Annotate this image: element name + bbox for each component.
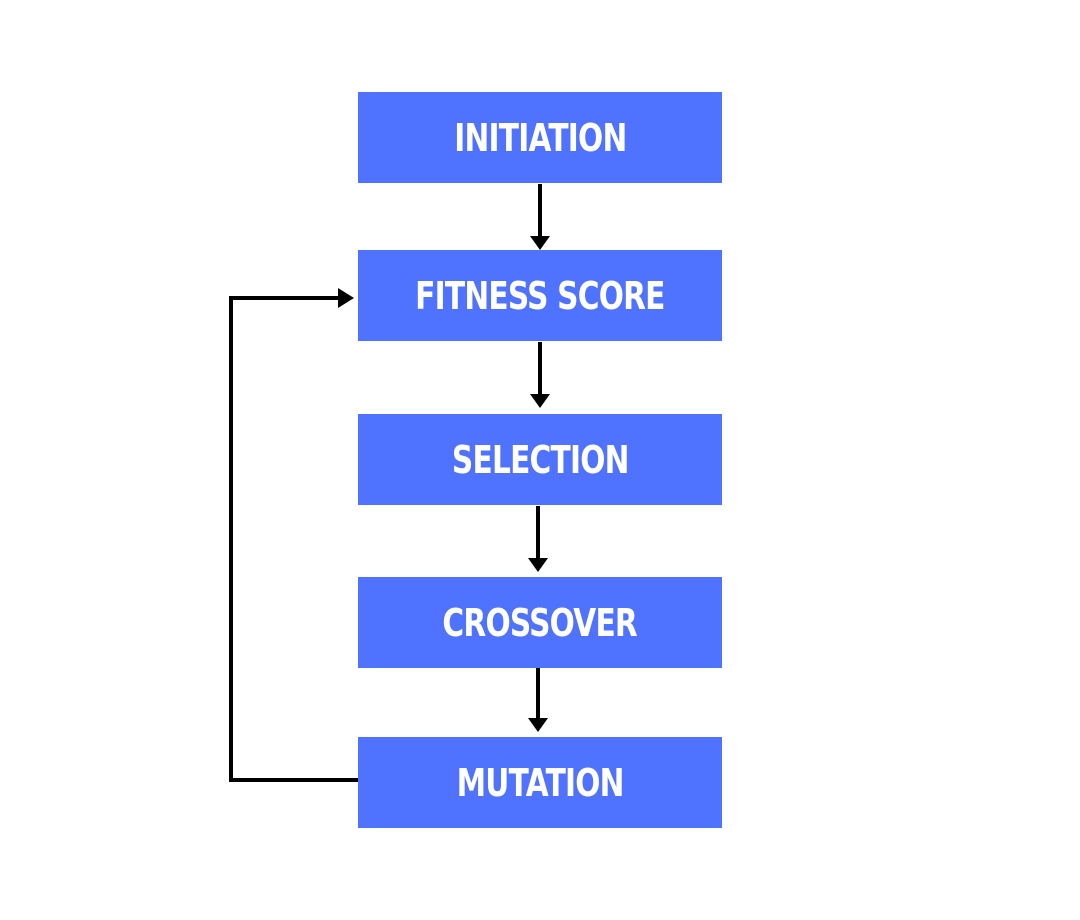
step-selection: SELECTION — [358, 414, 722, 505]
arrowhead-crossover-to-mutation — [528, 718, 548, 732]
step-mutation-label: MUTATION — [456, 760, 624, 805]
step-mutation: MUTATION — [358, 737, 722, 828]
arrowhead-loop-back — [338, 288, 354, 308]
step-crossover-label: CROSSOVER — [442, 600, 638, 645]
loop-back-mutation-to-fitness — [229, 296, 358, 782]
step-fitness-score-label: FITNESS SCORE — [415, 273, 665, 318]
arrowhead-fitness-to-selection — [530, 394, 550, 408]
arrowhead-initiation-to-fitness — [530, 236, 550, 250]
step-crossover: CROSSOVER — [358, 577, 722, 668]
step-initiation-label: INITIATION — [453, 115, 627, 160]
step-initiation: INITIATION — [358, 92, 722, 183]
step-selection-label: SELECTION — [451, 437, 629, 482]
arrowhead-selection-to-crossover — [528, 558, 548, 572]
step-fitness-score: FITNESS SCORE — [358, 250, 722, 341]
